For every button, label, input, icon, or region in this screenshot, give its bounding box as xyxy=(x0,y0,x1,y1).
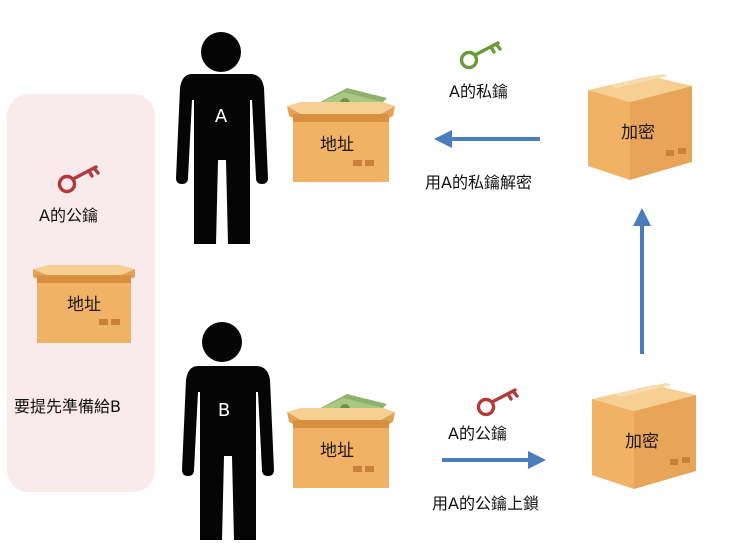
person-b-letter: B xyxy=(218,400,230,421)
panel-box-text: 地址 xyxy=(67,295,101,315)
public-key-label: A的公鑰 xyxy=(448,424,507,443)
encrypted-box-bottom: 加密 xyxy=(592,383,696,489)
box-b-text: 地址 xyxy=(320,441,354,461)
box-a-text: 地址 xyxy=(320,135,354,155)
upward-arrow xyxy=(633,208,651,354)
person-a-icon: A xyxy=(176,32,268,244)
encrypted-box-top: 加密 xyxy=(588,74,692,180)
decrypt-step-label: 用A的私鑰解密 xyxy=(425,173,532,192)
lock-step-label: 用A的公鑰上鎖 xyxy=(432,494,539,513)
panel-key-label: A的公鑰 xyxy=(39,206,98,225)
decrypt-arrow xyxy=(434,130,540,148)
private-key-icon xyxy=(459,41,502,70)
encrypted-bottom-text: 加密 xyxy=(625,432,659,452)
address-box-b: 地址 xyxy=(287,394,395,488)
public-key-icon-lock xyxy=(476,388,519,417)
public-key-icon xyxy=(57,165,100,194)
private-key-label: A的私鑰 xyxy=(449,82,508,101)
encrypted-top-text: 加密 xyxy=(621,123,655,143)
address-box-a: 地址 xyxy=(287,88,395,182)
person-b-icon: B xyxy=(182,322,274,540)
lock-arrow xyxy=(442,451,546,469)
panel-address-box: 地址 xyxy=(33,265,135,343)
panel-caption: 要提先準備給B xyxy=(14,397,121,416)
person-a-letter: A xyxy=(215,106,228,127)
